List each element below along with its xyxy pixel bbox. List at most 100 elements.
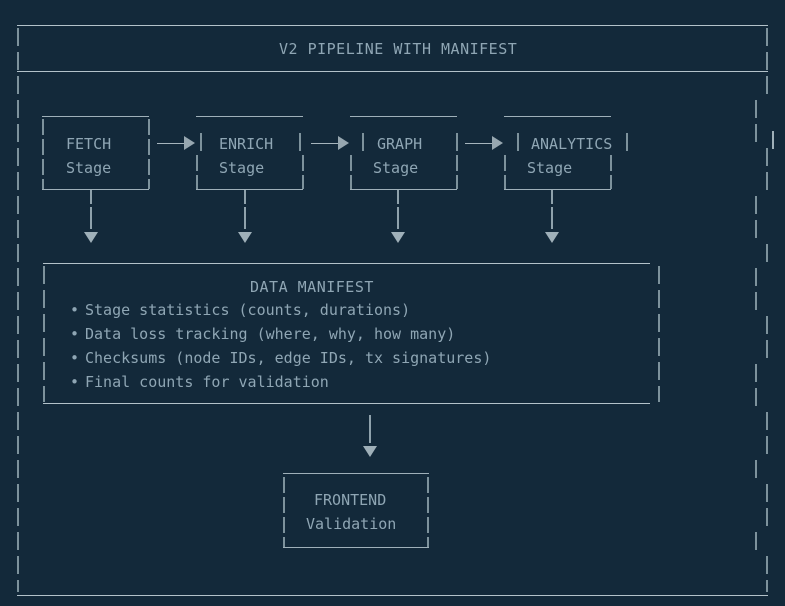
manifest-box-right-border-segment: [658, 338, 660, 356]
stage-box-graph-left-border: [362, 133, 364, 151]
outer-frame-right-border-segment: [772, 131, 774, 149]
manifest-item: Stage statistics (counts, durations): [85, 301, 411, 319]
stage-box-graph-right-border: [456, 133, 458, 151]
stage-analytics-sub: Stage: [527, 159, 573, 177]
outer-frame-left-border-segment: [17, 196, 19, 214]
outer-frame-right-border-segment: [766, 172, 768, 190]
outer-frame-right-border-segment: [755, 388, 757, 406]
stage-box-fetch-top: [42, 116, 149, 117]
arrow-graph-to-analytics-line: [465, 143, 492, 144]
stage-box-analytics-right-border: [626, 133, 628, 151]
outer-frame-right-border-segment: [766, 436, 768, 454]
droplink-fetch-to-manifest: [90, 207, 92, 229]
droplink-enrich-to-manifest: [244, 190, 246, 204]
stage-box-analytics-left-border: [517, 133, 519, 151]
stage-box-fetch-left-border: [42, 139, 44, 155]
manifest-box-right-border-segment: [658, 362, 660, 380]
stage-enrich-name: ENRICH: [219, 135, 274, 153]
stage-enrich-sub: Stage: [219, 159, 265, 177]
outer-frame-right-border-segment: [755, 124, 757, 142]
stage-box-analytics-right-border: [610, 175, 612, 189]
outer-frame-left-border-segment: [17, 316, 19, 334]
arrow-fetch-to-enrich-line: [157, 143, 184, 144]
droplink-manifest-to-frontend-arrowhead: [363, 446, 377, 457]
outer-frame-right-border-segment: [766, 484, 768, 502]
droplink-fetch-arrowhead: [84, 232, 98, 243]
frontend-box-bottom: [283, 547, 429, 548]
outer-frame-top: [17, 25, 768, 26]
stage-box-analytics-bottom: [504, 189, 611, 190]
stage-box-enrich-bottom: [196, 189, 303, 190]
stage-box-fetch-left-border: [42, 159, 44, 175]
outer-frame-right-border-segment: [766, 556, 768, 574]
stage-box-graph-left-border: [350, 155, 352, 171]
outer-frame-left-border-segment: [17, 76, 19, 94]
stage-box-analytics-left-border: [504, 175, 506, 189]
droplink-enrich-to-manifest: [244, 207, 246, 229]
outer-frame-right-border-segment: [766, 412, 768, 430]
outer-frame-left-border-segment: [17, 532, 19, 550]
outer-frame-left-border-segment: [17, 28, 19, 46]
frontend-sub: Validation: [306, 515, 397, 533]
droplink-analytics-arrowhead: [545, 232, 559, 243]
manifest-bullet-icon: •: [70, 373, 80, 391]
frontend-box-left-border: [283, 537, 285, 547]
stage-graph-sub: Stage: [373, 159, 419, 177]
manifest-bullet-icon: •: [70, 325, 80, 343]
manifest-title: DATA MANIFEST: [250, 278, 374, 296]
outer-frame-right-border-segment: [766, 580, 768, 592]
frontend-box-right-border: [427, 477, 429, 493]
manifest-box-left-border-segment: [43, 266, 45, 284]
stage-box-analytics-top: [504, 116, 611, 117]
stage-box-fetch-left-border: [42, 179, 44, 189]
droplink-fetch-to-manifest: [90, 190, 92, 204]
stage-box-fetch-right-border: [148, 139, 150, 155]
stage-box-graph-top: [350, 116, 457, 117]
outer-frame-left-border-segment: [17, 364, 19, 382]
manifest-box-bottom: [43, 403, 650, 404]
stage-box-enrich-right-border: [302, 175, 304, 189]
outer-frame-title-separator: [17, 71, 768, 72]
stage-box-fetch-bottom: [42, 189, 149, 190]
outer-frame-right-border-segment: [766, 508, 768, 526]
frontend-box-left-border: [283, 497, 285, 513]
droplink-enrich-arrowhead: [238, 232, 252, 243]
outer-frame-right-border-segment: [755, 196, 757, 214]
manifest-item: Final counts for validation: [85, 373, 329, 391]
outer-frame-right-border-segment: [766, 244, 768, 262]
outer-frame-right-border-segment: [766, 28, 768, 46]
stage-box-enrich-left-border: [196, 175, 198, 189]
manifest-box-right-border-segment: [658, 266, 660, 284]
manifest-item: Checksums (node IDs, edge IDs, tx signat…: [85, 349, 492, 367]
outer-frame-left-border-segment: [17, 268, 19, 286]
droplink-graph-to-manifest: [397, 190, 399, 204]
outer-frame-left-border-segment: [17, 220, 19, 238]
arrow-enrich-to-graph-line: [311, 143, 338, 144]
stage-box-fetch-left-border: [42, 119, 44, 135]
manifest-box-left-border-segment: [43, 338, 45, 356]
stage-box-enrich-left-border: [200, 133, 202, 151]
manifest-bullet-icon: •: [70, 301, 80, 319]
droplink-analytics-to-manifest: [551, 207, 553, 229]
droplink-graph-to-manifest: [397, 207, 399, 229]
outer-frame-bottom: [17, 595, 768, 596]
stage-box-enrich-right-border: [299, 133, 301, 151]
manifest-box-left-border-segment: [43, 314, 45, 332]
outer-frame-right-border-segment: [755, 292, 757, 310]
droplink-graph-arrowhead: [391, 232, 405, 243]
stage-box-graph-bottom: [350, 189, 457, 190]
outer-frame-right-border-segment: [755, 268, 757, 286]
outer-frame-right-border-segment: [755, 100, 757, 118]
stage-box-fetch-right-border: [148, 119, 150, 135]
stage-box-graph-right-border: [456, 175, 458, 189]
stage-fetch-sub: Stage: [66, 159, 112, 177]
outer-frame-left-border-segment: [17, 580, 19, 592]
droplink-manifest-to-frontend: [369, 415, 371, 443]
outer-frame-right-border-segment: [766, 340, 768, 358]
stage-box-graph-right-border: [456, 155, 458, 171]
outer-frame-right-border-segment: [755, 460, 757, 478]
outer-frame-left-border-segment: [17, 172, 19, 190]
stage-box-graph-left-border: [350, 175, 352, 189]
outer-frame-left-border-segment: [17, 508, 19, 526]
